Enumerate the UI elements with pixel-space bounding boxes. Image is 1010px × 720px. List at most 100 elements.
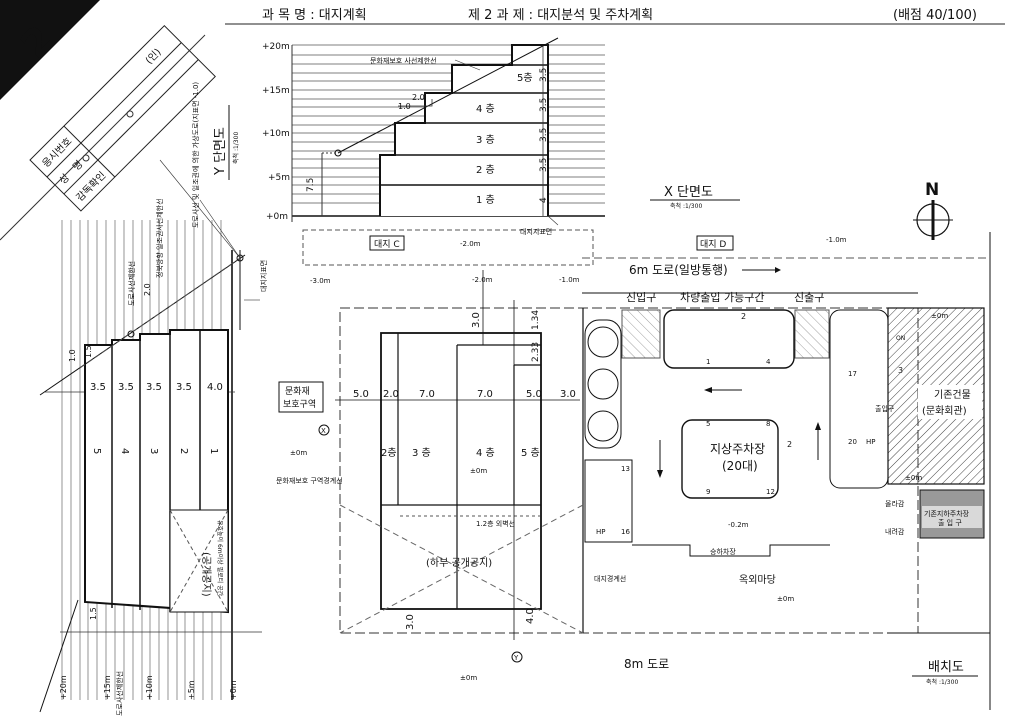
elev-11: ±0m — [905, 474, 922, 482]
x-floor-3: 3 층 — [476, 134, 495, 146]
y-height-1: 3.5 — [90, 382, 106, 393]
space-20: 20 — [848, 438, 857, 446]
elev-8: -0.2m — [728, 521, 749, 529]
boundary-label: 대지경계선 — [594, 574, 626, 583]
y-section-title: Y 단면도 — [213, 127, 228, 176]
y-section-drawing: (공개공지) 유효높이 6m이상 필로티 공간 3.5 3.5 3.5 3.5 … — [39, 82, 268, 716]
underground-parking-label-2: 출 입 구 — [938, 518, 962, 527]
elev-9: ±0m — [777, 595, 794, 603]
x-height-1: 4 — [539, 197, 549, 203]
heritage-line-label: 문화재보호 구역경계선 — [276, 476, 343, 485]
exit-label: 진출구 — [794, 291, 824, 304]
space-13: 13 — [621, 465, 630, 473]
y-height-4: 3.5 — [176, 382, 192, 393]
plan-floor-5: 5 층 — [521, 447, 540, 459]
plan-floor-4: 4 층 — [476, 447, 495, 459]
x-floor-4: 4 층 — [476, 103, 495, 115]
y-floor-1: 1 — [208, 448, 219, 454]
x-left-height: 7.5 — [306, 178, 316, 192]
dim-bottom-right: 4.0 — [525, 608, 536, 624]
y-open-note: 유효높이 6m이상 필로티 공간 — [216, 520, 224, 597]
elev-7: ±0m — [931, 312, 948, 320]
parking-count: (20대) — [722, 459, 758, 473]
y-bottom-level-15: +15m — [103, 675, 112, 700]
x-ground-label: 대지지표면 — [520, 227, 552, 236]
exam-info-box: 2 응시번호 성 명 감독확인 (인) — [0, 0, 216, 241]
aisle-dim-2: 2 — [787, 440, 792, 449]
y-sun-note: 정북방향 일조권사선제한선 — [155, 198, 164, 278]
dim-x-2: 2.0 — [383, 389, 399, 400]
site-plan: 대지 C 대지 D 6m 도로(일방통행) 진입구 차량출입 가능구간 진출구 … — [276, 180, 991, 710]
elev-4: -2.0m — [472, 276, 493, 284]
x-height-4: 3.5 — [539, 98, 549, 112]
road-bottom-label: 8m 도로 — [624, 657, 669, 671]
heritage-label: 문화재 — [285, 386, 310, 397]
elev-6: ±0m — [470, 467, 487, 475]
plan-title: 배치도 — [928, 660, 964, 675]
y-section-scale: 축척 :1/300 — [232, 132, 240, 164]
x-slope-b: 1.0 — [398, 102, 411, 111]
ramp-up-label: 올라감 — [885, 499, 905, 508]
x-floor-1: 1 층 — [476, 194, 495, 206]
site-c-label: 대지 C — [374, 239, 400, 250]
x-section-title: X 단면도 — [664, 185, 713, 200]
x-floor-5: 5층 — [517, 72, 533, 84]
x-height-3: 3.5 — [539, 128, 549, 142]
x-floor-2: 2 층 — [476, 164, 495, 176]
dim-bottom-left: 3.0 — [405, 614, 416, 630]
y-floor-5: 5 — [91, 448, 102, 454]
ramp-down-label: 내려감 — [885, 527, 905, 536]
elev-2: -1.0m — [826, 236, 847, 244]
x-section-drawing: +20m +15m +10m +5m +0m 5층 4 층 3 층 2 층 1 … — [262, 37, 740, 236]
y-ground-label: 대지지표면 — [259, 260, 268, 292]
space-4: 4 — [766, 358, 771, 366]
hp-left: HP — [596, 528, 606, 536]
x-level-15: +15m — [262, 86, 290, 96]
plan-open-space: (하부 공개공지) — [426, 556, 492, 569]
entrance-label: 출입구 — [875, 404, 895, 413]
elev-10: ±0m — [460, 674, 477, 682]
score-label: (배점 40/100) — [893, 8, 977, 23]
section-x-marker: X — [321, 427, 326, 435]
dim-x-6: 3.0 — [560, 389, 576, 400]
y-bottom-level-20: +20m — [59, 675, 68, 700]
dropoff-label: 승하차장 — [710, 547, 736, 556]
existing-building-label: 기존건물 — [934, 389, 971, 401]
space-16: 16 — [621, 528, 630, 536]
dim-y-mid: 1.34 — [531, 310, 541, 330]
y-road-note: 도로사선제한선 — [127, 261, 136, 306]
site-d-label: 대지 D — [700, 239, 726, 250]
y-bottom-level-0: +0m — [229, 680, 238, 700]
y-open-space: (공개공지) — [200, 552, 212, 597]
aisle-dim-1: 2 — [741, 312, 746, 321]
y-floor-2: 2 — [178, 448, 189, 454]
space-17: 17 — [848, 370, 857, 378]
x-slope-a: 2.0 — [412, 93, 425, 102]
space-5: 5 — [706, 420, 710, 428]
dim-y-mid2: 2.33 — [531, 342, 541, 362]
section-y-marker: Y — [513, 654, 519, 662]
elev-0: ±0m — [290, 449, 307, 457]
existing-building-label-2: (문화회관) — [922, 405, 967, 417]
x-level-10: +10m — [262, 129, 290, 139]
heritage-label-2: 보호구역 — [283, 399, 316, 410]
entry-label: 진입구 — [626, 291, 656, 304]
access-zone-label: 차량출입 가능구간 — [680, 291, 764, 304]
y-floor-3: 3 — [148, 448, 159, 454]
road-top-label: 6m 도로(일방통행) — [629, 262, 728, 277]
y-slope-a: 1.0 — [68, 349, 77, 362]
y-bottom-level-10: +10m — [145, 675, 154, 700]
hp-right: HP — [866, 438, 876, 446]
y-floor-4: 4 — [119, 448, 130, 454]
exam-supervisor-label: 감독확인 — [74, 169, 109, 204]
y-bottom-level-5: +5m — [187, 680, 196, 700]
dim-x-4: 7.0 — [477, 389, 493, 400]
y-slope-b: 2.0 — [143, 283, 152, 296]
courtyard-label: 옥외마당 — [739, 574, 776, 586]
space-12: 12 — [766, 488, 775, 496]
space-9: 9 — [706, 488, 710, 496]
y-slope-c: 1.5 — [84, 345, 93, 358]
x-section-scale: 축척 :1/300 — [670, 202, 702, 210]
y-bottom-note: 도로사선제한선 — [115, 671, 124, 716]
